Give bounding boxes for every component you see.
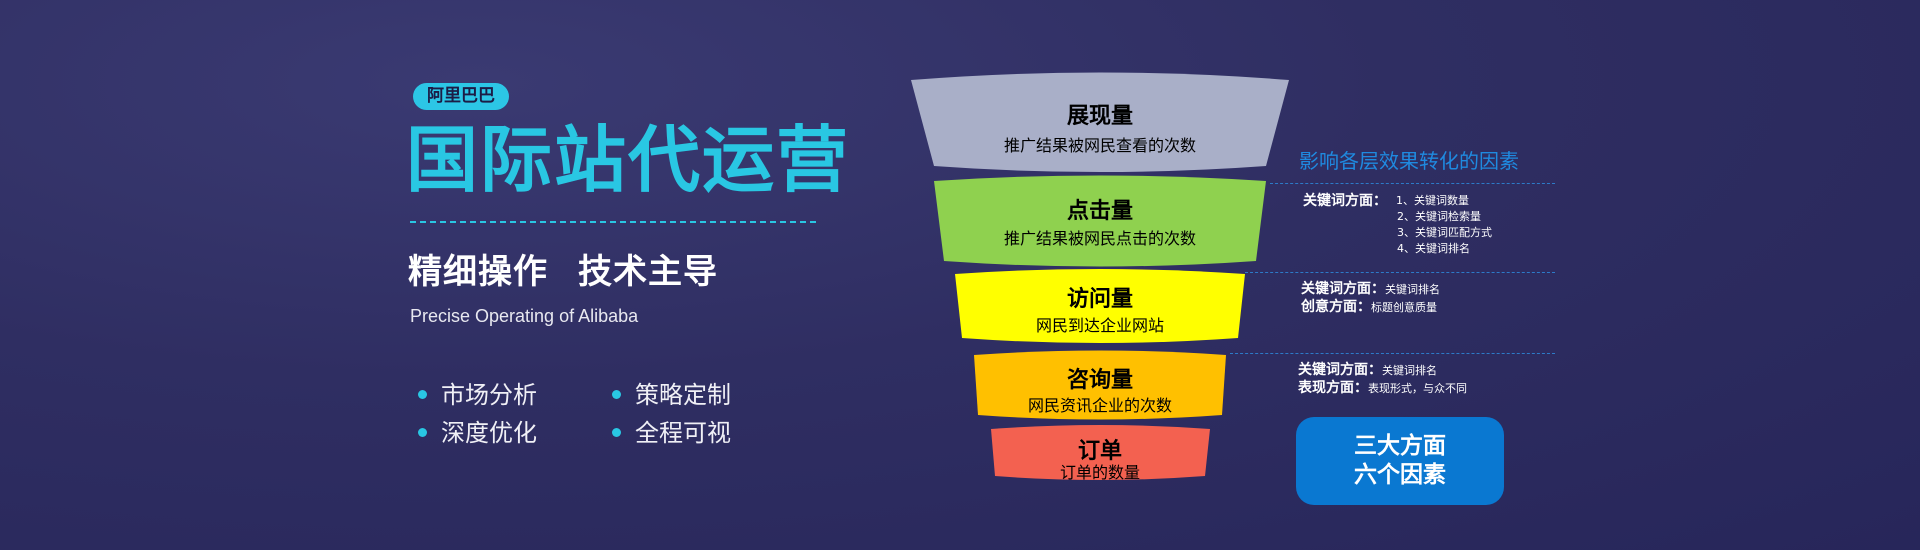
factor-label: 关键词方面： xyxy=(1303,193,1387,209)
summary-badge: 三大方面 六个因素 xyxy=(1296,417,1504,505)
funnel-level-title: 订单 xyxy=(1078,439,1122,464)
divider-line xyxy=(1270,183,1555,184)
feature-item: 全程可视 xyxy=(612,418,731,448)
feature-item: 策略定制 xyxy=(612,380,731,410)
feature-label: 全程可视 xyxy=(635,419,731,447)
factor-item: 3、关键词匹配方式 xyxy=(1397,226,1492,239)
factor-row: 关键词方面：关键词排名 xyxy=(1298,359,1437,379)
subtitle: 精细操作技术主导 xyxy=(408,250,718,294)
factor-row: 表现方面：表现形式，与众不同 xyxy=(1298,377,1467,397)
factor-label: 表现方面： xyxy=(1298,380,1368,396)
factor-value: 表现形式，与众不同 xyxy=(1368,382,1467,395)
conversion-funnel: 展现量 推广结果被网民查看的次数 点击量 推广结果被网民点击的次数 访问量 网民… xyxy=(911,72,1289,482)
funnel-level-orders xyxy=(991,425,1210,480)
factor-label: 创意方面： xyxy=(1301,299,1371,315)
divider-line xyxy=(1245,272,1555,273)
funnel-level-desc: 推广结果被网民点击的次数 xyxy=(1004,229,1196,248)
factor-item: 4、关键词排名 xyxy=(1397,242,1470,255)
funnel-level-title: 访问量 xyxy=(1067,286,1133,312)
bullet-dot-icon xyxy=(418,427,427,437)
funnel-level-title: 展现量 xyxy=(1067,104,1133,129)
feature-item: 深度优化 xyxy=(418,418,537,448)
factor-row: 创意方面：标题创意质量 xyxy=(1301,296,1437,316)
factors-title: 影响各层效果转化的因素 xyxy=(1299,149,1519,173)
english-tagline: Precise Operating of Alibaba xyxy=(410,306,639,326)
title-divider xyxy=(410,221,816,223)
funnel-level-title: 点击量 xyxy=(1067,198,1133,224)
feature-label: 策略定制 xyxy=(635,381,731,409)
factor-label: 关键词方面： xyxy=(1298,362,1382,378)
subtitle-left: 精细操作 xyxy=(408,252,548,292)
funnel-level-desc: 订单的数量 xyxy=(1060,463,1140,482)
funnel-level-desc: 网民资讯企业的次数 xyxy=(1028,396,1172,415)
bullet-dot-icon xyxy=(612,389,621,399)
keyword-factor-list: 1、关键词数量 2、关键词检索量 3、关键词匹配方式 4、关键词排名 xyxy=(1396,193,1492,257)
funnel-level-title: 咨询量 xyxy=(1067,367,1133,393)
bullet-dot-icon xyxy=(612,427,621,437)
bullet-dot-icon xyxy=(418,389,427,399)
factor-item: 2、关键词检索量 xyxy=(1397,210,1481,223)
feature-item: 市场分析 xyxy=(418,380,537,410)
funnel-level-desc: 推广结果被网民查看的次数 xyxy=(1004,136,1196,155)
funnel-level-inquiries xyxy=(974,350,1226,420)
funnel-level-clicks xyxy=(934,175,1266,267)
divider-line xyxy=(1230,353,1555,354)
factor-item: 1、关键词数量 xyxy=(1396,194,1469,207)
funnel-level-impressions xyxy=(911,72,1289,172)
factor-value: 关键词排名 xyxy=(1382,364,1437,377)
badge-line: 六个因素 xyxy=(1354,462,1446,488)
factor-value: 标题创意质量 xyxy=(1371,301,1437,314)
badge-line: 三大方面 xyxy=(1354,433,1446,459)
feature-label: 深度优化 xyxy=(441,419,537,447)
page-title: 国际站代运营 xyxy=(406,118,851,202)
factor-row: 关键词方面：关键词排名 xyxy=(1301,278,1440,298)
funnel-level-desc: 网民到达企业网站 xyxy=(1036,316,1164,335)
funnel-level-visits xyxy=(955,269,1245,343)
factor-label: 关键词方面： xyxy=(1301,281,1385,297)
subtitle-right: 技术主导 xyxy=(578,252,718,292)
factor-value: 关键词排名 xyxy=(1385,283,1440,296)
brand-tag: 阿里巴巴 xyxy=(413,83,509,110)
feature-label: 市场分析 xyxy=(441,381,537,409)
